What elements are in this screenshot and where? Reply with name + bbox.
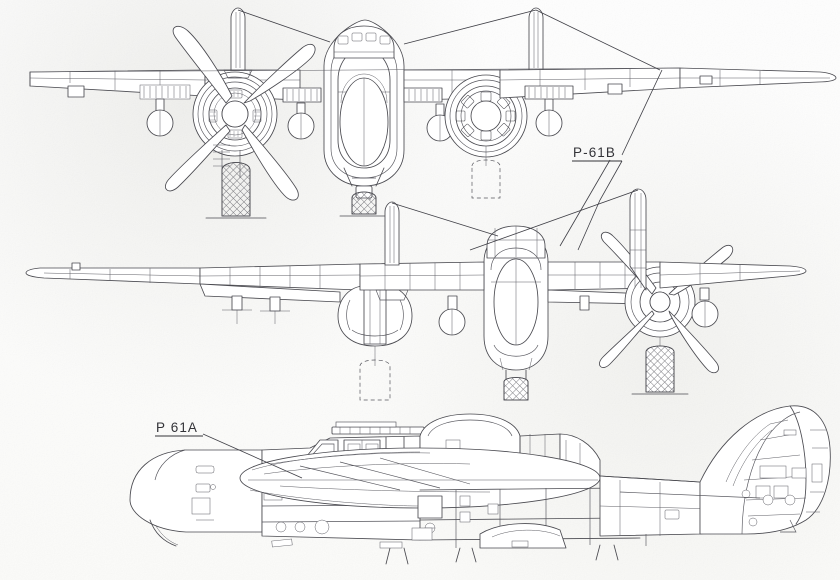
front-vertical-stabilizer-right (521, 7, 551, 79)
rear-right-wing (659, 261, 807, 328)
rear-view-group (25, 159, 807, 401)
front-left-drop-tank (146, 98, 174, 137)
rear-vertical-stabilizer-left (384, 201, 400, 266)
side-wing-root (239, 447, 601, 509)
label-p61b-leader-lower (577, 160, 623, 251)
front-left-main-gear (205, 162, 267, 219)
side-vertical-fin (699, 405, 831, 535)
label-p61a-leader (202, 433, 303, 479)
rear-vertical-stabilizer-right (629, 188, 647, 291)
side-center-fuselage (271, 487, 641, 565)
side-view-group (129, 405, 831, 565)
label-p61b-leader-upper (621, 69, 663, 156)
front-right-drop-tank (471, 98, 563, 199)
rear-left-inner-wing (199, 263, 361, 324)
front-nose-gear (339, 185, 389, 217)
label-p61a-text: P 61A (156, 420, 198, 435)
front-view-group (29, 7, 837, 219)
left-flap-detail (143, 86, 187, 98)
front-center-fuselage (323, 19, 405, 187)
side-antenna-mast (331, 421, 425, 435)
label-p61b-text: P-61B (573, 145, 616, 160)
front-left-propeller (165, 25, 316, 201)
rear-center-fuselage (483, 225, 549, 401)
front-vertical-stabilizer-left (223, 7, 253, 79)
front-right-wing (499, 67, 837, 100)
front-dorsal-turret (333, 25, 395, 59)
front-right-cylinder-ring (455, 91, 516, 141)
front-left-engine-nacelle (165, 25, 316, 201)
rear-left-nacelle (337, 285, 413, 401)
label-p61b[interactable]: P-61B (572, 69, 663, 251)
rear-left-wing (25, 262, 201, 285)
label-p61a[interactable]: P 61A (155, 420, 303, 479)
front-left-wing (29, 69, 206, 100)
